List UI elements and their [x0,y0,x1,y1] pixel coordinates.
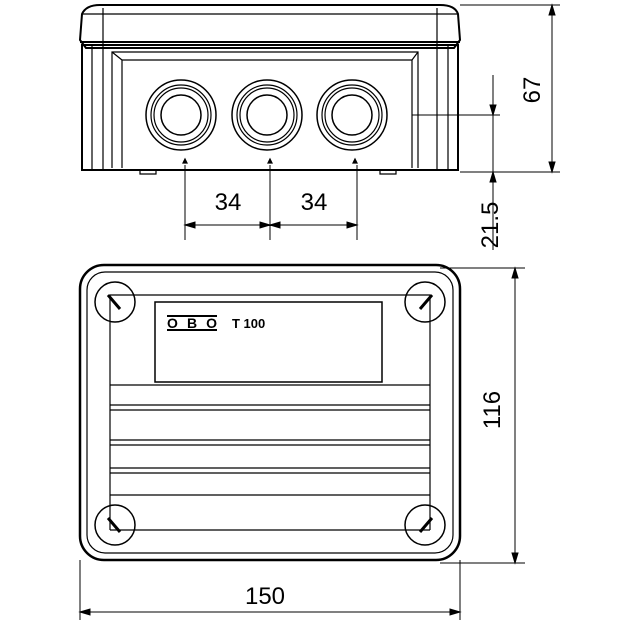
dimension-lines-top [78,3,560,620]
dim-depth: 116 [479,391,506,429]
dim-height: 67 [519,77,546,104]
cable-entry-2 [231,79,303,151]
dim-width: 150 [245,583,285,610]
dim-spacing-2: 34 [301,189,328,216]
label-area [154,301,383,383]
screw-icon [404,281,446,323]
dim-entry-offset: 21.5 [477,202,504,249]
screw-icon [404,504,446,546]
model-label: T 100 [232,316,265,331]
screw-icon [94,504,136,546]
obo-logo [167,315,217,331]
side-view [78,4,462,175]
front-view [78,263,462,562]
cable-entry-1 [145,79,217,151]
screw-icon [94,281,136,323]
cable-entry-3 [316,79,388,151]
obo-logo-text: OBO [167,315,217,331]
dim-spacing-1: 34 [215,189,242,216]
